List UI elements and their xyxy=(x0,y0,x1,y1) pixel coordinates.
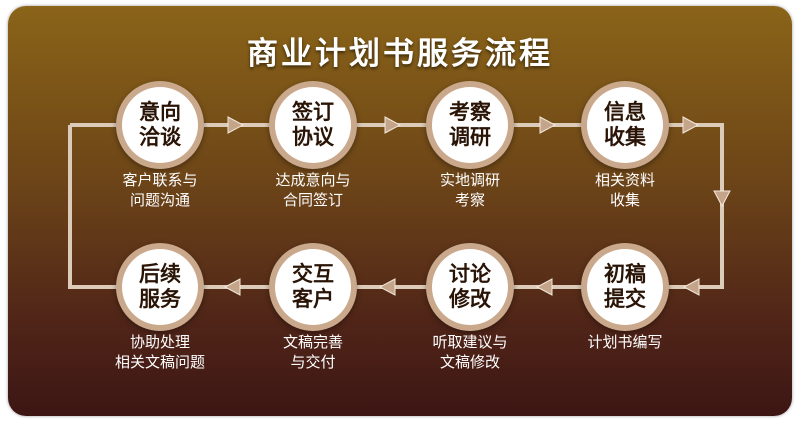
step-desc-research: 实地调研 考察 xyxy=(385,170,555,210)
flow-arrow-left-icon xyxy=(535,278,553,296)
step-name-line: 协议 xyxy=(292,125,334,149)
flow-arrow-right-icon xyxy=(227,116,245,134)
step-node-info-collection: 信息 收集 xyxy=(587,87,663,163)
step-node-sign-agreement: 签订 协议 xyxy=(275,87,351,163)
flow-arrows xyxy=(223,116,731,296)
step-name-line: 客户 xyxy=(292,287,334,311)
step-name-line: 初稿 xyxy=(604,262,646,286)
step-name-line: 后续 xyxy=(139,262,181,286)
step-node-draft-submit: 初稿 提交 xyxy=(587,249,663,325)
step-node-deliver-client: 交互 客户 xyxy=(275,249,351,325)
desc-line: 计划书编写 xyxy=(587,333,663,351)
desc-line: 与交付 xyxy=(290,353,336,371)
step-name-line: 讨论 xyxy=(449,262,491,286)
desc-line: 相关文稿问题 xyxy=(114,353,205,371)
flow-arrow-left-icon xyxy=(378,278,396,296)
step-node-follow-up: 后续 服务 xyxy=(122,249,198,325)
flow-arrow-right-icon xyxy=(539,116,557,134)
step-name-line: 提交 xyxy=(604,287,646,311)
step-node-negotiation: 意向 洽谈 xyxy=(122,87,198,163)
desc-line: 问题沟通 xyxy=(129,191,190,209)
step-name-line: 收集 xyxy=(604,125,646,149)
flow-arrow-down-icon xyxy=(713,190,731,208)
step-node-research: 考察 调研 xyxy=(432,87,508,163)
step-desc-follow-up: 协助处理 相关文稿问题 xyxy=(75,332,245,372)
diagram-title: 商业计划书服务流程 xyxy=(247,36,553,72)
flow-arrow-left-icon xyxy=(682,278,700,296)
desc-line: 文稿修改 xyxy=(439,353,500,371)
desc-line: 考察 xyxy=(454,191,485,209)
flow-arrow-right-icon xyxy=(384,116,402,134)
desc-line: 客户联系与 xyxy=(122,171,198,189)
step-desc-info-collection: 相关资料 收集 xyxy=(540,170,710,210)
step-name-line: 调研 xyxy=(449,125,491,149)
desc-line: 达成意向与 xyxy=(275,171,351,189)
step-desc-discuss-revise: 听取建议与 文稿修改 xyxy=(385,332,555,372)
step-name-line: 交互 xyxy=(292,262,334,286)
step-name-line: 修改 xyxy=(449,287,491,311)
step-desc-sign-agreement: 达成意向与 合同签订 xyxy=(228,170,398,210)
desc-line: 听取建议与 xyxy=(432,333,508,351)
desc-line: 实地调研 xyxy=(439,171,500,189)
desc-line: 协助处理 xyxy=(129,333,190,351)
step-name-line: 服务 xyxy=(139,287,181,311)
step-name-line: 意向 xyxy=(139,100,181,124)
flow-arrow-left-icon xyxy=(223,278,241,296)
step-name-line: 考察 xyxy=(449,100,491,124)
flow-arrow-right-icon xyxy=(682,116,700,134)
step-name-line: 信息 xyxy=(604,100,646,124)
desc-line: 收集 xyxy=(609,191,640,209)
step-name-line: 签订 xyxy=(292,100,334,124)
step-node-discuss-revise: 讨论 修改 xyxy=(432,249,508,325)
step-desc-deliver-client: 文稿完善 与交付 xyxy=(228,332,398,372)
desc-line: 合同签订 xyxy=(282,191,343,209)
desc-line: 相关资料 xyxy=(594,171,655,189)
step-desc-negotiation: 客户联系与 问题沟通 xyxy=(75,170,245,210)
desc-line: 文稿完善 xyxy=(282,333,343,351)
step-name-line: 洽谈 xyxy=(139,125,181,149)
flow-panel xyxy=(8,6,792,416)
step-desc-draft-submit: 计划书编写 xyxy=(540,332,710,352)
